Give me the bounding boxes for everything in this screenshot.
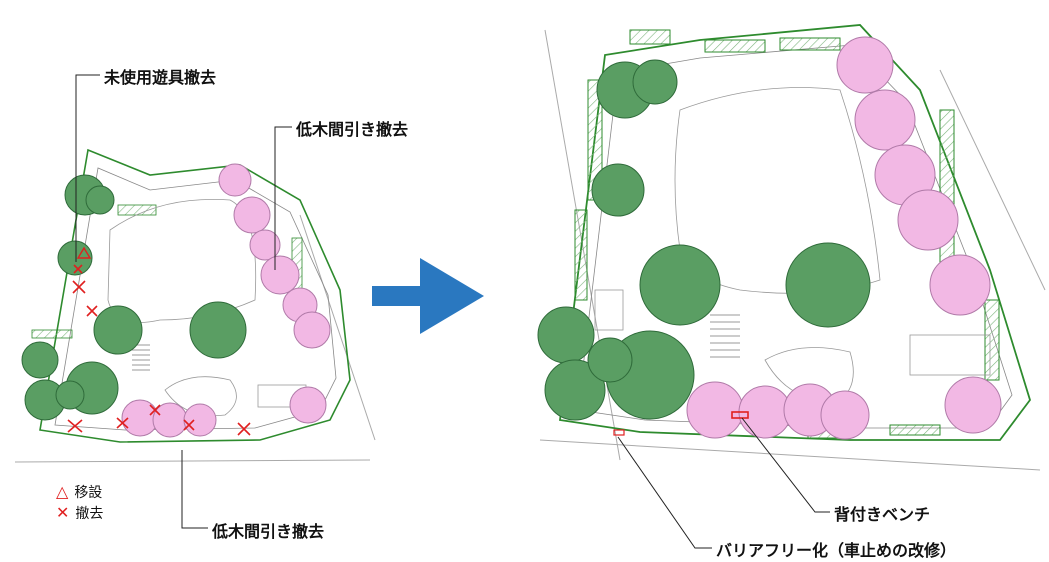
label-bench-with-back: 背付きベンチ [834,505,931,524]
bollard-mark [613,429,625,436]
legend-removal-label: 撤去 [75,506,104,522]
removal-marks [67,264,251,436]
triangle-icon: △ [56,482,69,501]
label-barrier-free: バリアフリー化（車止めの改修） [716,541,957,560]
before-plan [14,74,376,529]
label-shrub-thinning-top: 低木間引き撤去 [296,120,409,139]
transition-arrow [372,258,484,334]
label-unused-play-equipment-removal: 未使用遊具撤去 [104,68,217,87]
legend-removal: ✕ 撤去 [56,503,103,523]
cross-icon: ✕ [56,503,70,522]
after-plan [537,24,1046,549]
legend-relocation: △ 移設 [56,482,102,502]
legend-relocation-label: 移設 [74,485,103,501]
bench-mark [731,411,749,419]
label-shrub-thinning-bottom: 低木間引き撤去 [212,522,325,541]
